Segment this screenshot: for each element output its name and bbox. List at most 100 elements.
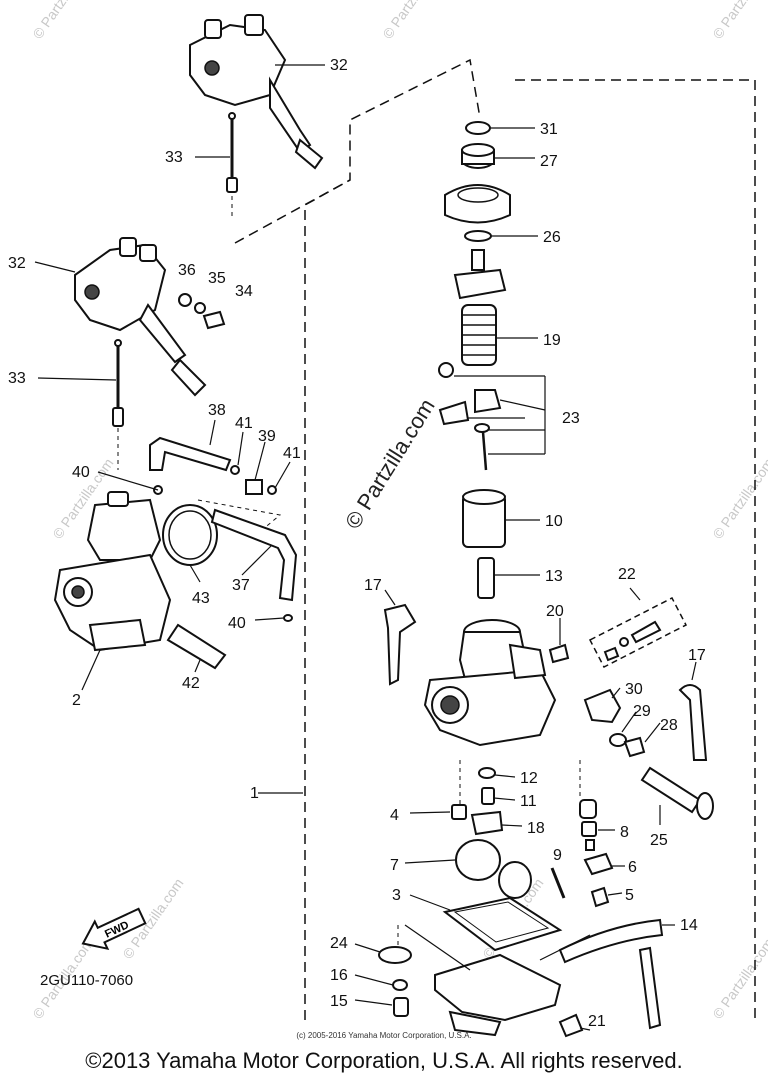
callout-9: 9 xyxy=(553,847,562,864)
callout-41: 41 xyxy=(235,415,253,432)
plate-18 xyxy=(470,810,504,836)
hose-42 xyxy=(166,623,227,670)
callout-6: 6 xyxy=(628,859,637,876)
needle-set-23 xyxy=(438,362,502,471)
callout-40: 40 xyxy=(228,615,246,632)
pilot-screw-set-22 xyxy=(588,596,688,669)
callout-30: 30 xyxy=(625,681,643,698)
faint-watermark: © Partzilla.com xyxy=(379,0,446,42)
screw-21 xyxy=(558,1013,584,1038)
callout-25: 25 xyxy=(650,832,668,849)
assembly-boundary xyxy=(234,179,351,244)
callout-35: 35 xyxy=(208,270,226,287)
callout-17: 17 xyxy=(688,647,706,664)
callout-11: 11 xyxy=(520,793,537,810)
callout-22: 22 xyxy=(618,566,636,583)
fastener-set xyxy=(178,293,226,330)
screw-28 xyxy=(623,736,646,758)
callout-21: 21 xyxy=(588,1013,606,1030)
clip-40 xyxy=(283,614,293,622)
callout-32: 32 xyxy=(330,57,348,74)
callout-26: 26 xyxy=(543,229,561,246)
callout-36: 36 xyxy=(178,262,196,279)
callout-8: 8 xyxy=(620,824,629,841)
callout-43: 43 xyxy=(192,590,210,607)
callout-38: 38 xyxy=(208,402,226,419)
cable-rod-lower xyxy=(112,339,124,470)
callout-39: 39 xyxy=(258,428,276,445)
jet-4 xyxy=(451,804,467,820)
callout-10: 10 xyxy=(545,513,563,530)
assembly-boundary xyxy=(515,79,756,1020)
callout-29: 29 xyxy=(633,703,651,720)
callout-20: 20 xyxy=(546,603,564,620)
callout-19: 19 xyxy=(543,332,561,349)
washer-12 xyxy=(478,767,496,779)
callout-31: 31 xyxy=(540,121,558,138)
diagram-code: 2GU110-7060 xyxy=(40,972,134,989)
callout-33: 33 xyxy=(165,149,183,166)
clip-41 xyxy=(267,485,277,495)
throttle-valve-10 xyxy=(462,489,506,548)
callout-14: 14 xyxy=(680,917,698,934)
plate-24 xyxy=(378,946,412,964)
cable-guide xyxy=(453,249,507,300)
callout-41: 41 xyxy=(283,445,301,462)
callout-2: 2 xyxy=(72,692,81,709)
callout-23: 23 xyxy=(562,410,580,427)
clamp-43 xyxy=(162,504,218,566)
callouts: 32 33 32 36 35 34 33 38 41 39 41 40 43 3… xyxy=(8,57,706,1030)
washer-16 xyxy=(392,979,408,991)
faint-watermark: © Partzilla.com xyxy=(29,0,96,42)
plate-30 xyxy=(583,688,622,724)
gasket-3-inner xyxy=(453,901,550,943)
callout-34: 34 xyxy=(235,283,253,300)
callout-5: 5 xyxy=(625,887,634,904)
callout-18: 18 xyxy=(527,820,545,837)
callout-33: 33 xyxy=(8,370,26,387)
callout-15: 15 xyxy=(330,993,348,1010)
callout-17: 17 xyxy=(364,577,382,594)
vent-hose-38 xyxy=(149,436,232,472)
washer-31 xyxy=(465,121,491,135)
pin-6 xyxy=(583,852,614,876)
bracket-17 xyxy=(383,603,417,686)
carburetor-body-right xyxy=(423,619,557,747)
hose-14 xyxy=(558,918,664,964)
hose-path xyxy=(197,499,282,531)
needle-jet-13 xyxy=(477,557,495,599)
small-copyright: (c) 2005-2016 Yamaha Motor Corporation, … xyxy=(296,1031,472,1040)
callout-12: 12 xyxy=(520,770,538,787)
clip-41 xyxy=(230,465,240,475)
cap-26-top xyxy=(444,184,511,224)
callout-7: 7 xyxy=(390,857,399,874)
leader-lines xyxy=(34,64,697,1031)
faint-watermark: © Partzilla.com xyxy=(709,455,768,541)
callout-37: 37 xyxy=(232,577,250,594)
washer-29 xyxy=(609,733,627,747)
faint-watermark: © Partzilla.com xyxy=(709,0,768,42)
screw-20 xyxy=(548,643,570,664)
assembly-boundary xyxy=(304,58,481,1020)
callout-16: 16 xyxy=(330,967,348,984)
callout-27: 27 xyxy=(540,153,558,170)
copyright-notice: ©2013 Yamaha Motor Corporation, U.S.A. A… xyxy=(85,1048,683,1073)
callout-40: 40 xyxy=(72,464,90,481)
hose-37 xyxy=(210,508,298,602)
spring-19 xyxy=(461,304,497,366)
hose-14b xyxy=(638,946,662,1030)
throttle-cable-housing-upper xyxy=(189,14,324,170)
screw-5 xyxy=(590,886,610,908)
carburetor-2 xyxy=(53,485,172,652)
callout-1: 1 xyxy=(250,785,259,802)
callout-3: 3 xyxy=(392,887,401,904)
pin-9 xyxy=(550,867,566,899)
callout-24: 24 xyxy=(330,935,348,952)
cable-rod-upper xyxy=(226,112,238,218)
callout-13: 13 xyxy=(545,568,563,585)
callout-28: 28 xyxy=(660,717,678,734)
adjust-screw-25 xyxy=(640,766,714,820)
jet-11 xyxy=(481,787,495,805)
